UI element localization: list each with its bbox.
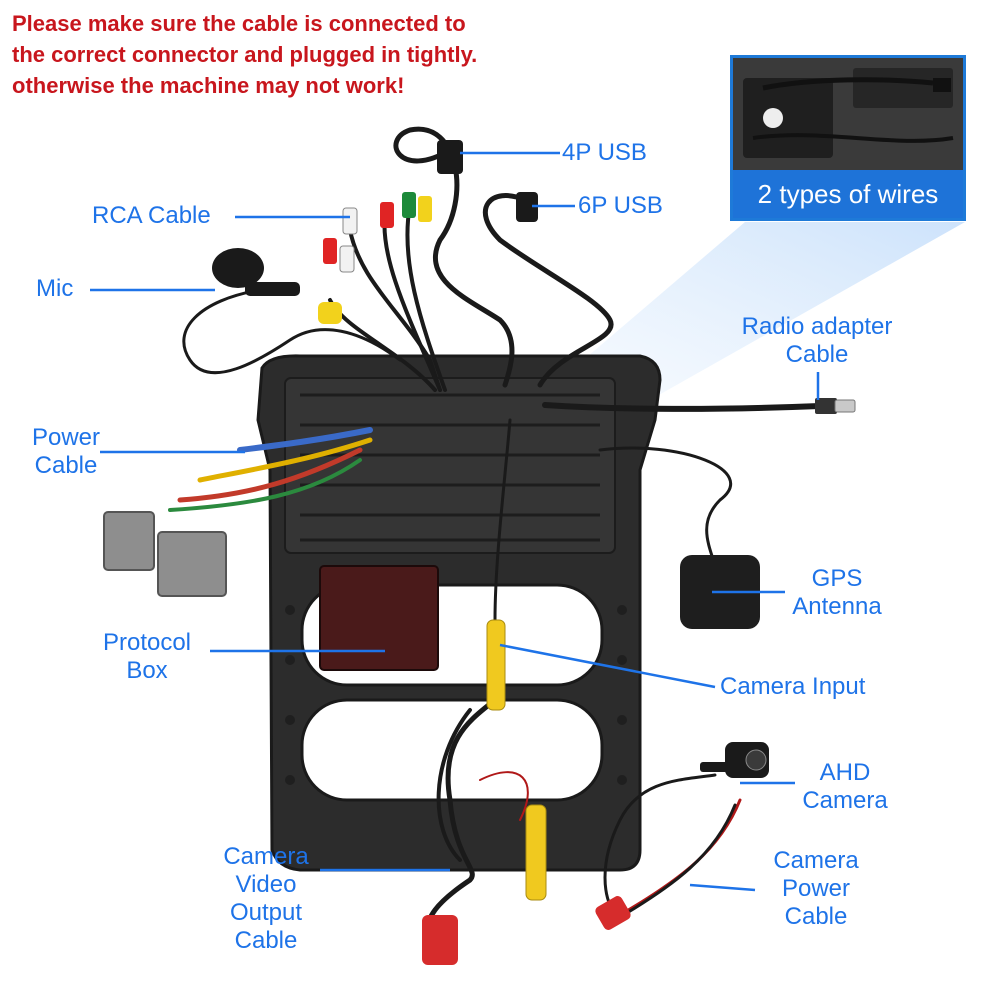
camera-video-output-cable (424, 697, 498, 943)
label-line: Antenna (792, 593, 882, 620)
power-harness-plugs (103, 511, 227, 597)
label-line: Video (235, 871, 297, 898)
video-output-plug (525, 804, 547, 901)
label-radio-adapter-cable: Radio adapter Cable (722, 313, 912, 369)
inset-caption: 2 types of wires (733, 170, 963, 218)
label-power-cable: Power Cable (20, 424, 112, 480)
label-rca-cable: RCA Cable (92, 202, 211, 229)
warning-line: Please make sure the cable is connected … (12, 11, 466, 36)
label-6p-usb: 6P USB (578, 192, 663, 219)
inset-highlight-beam (560, 222, 965, 400)
usb-4p-connector (437, 140, 463, 174)
label-camera-video-output-cable: Camera Video Output Cable (210, 843, 322, 955)
label-line: Cable (34, 452, 98, 479)
radio-adapter-cable (542, 402, 823, 412)
head-unit-back (284, 377, 616, 554)
power-cable-bundle (237, 427, 373, 453)
label-line: Power (781, 875, 851, 902)
usb-4p-cable (393, 126, 515, 388)
label-ahd-camera: AHD Camera (792, 759, 898, 815)
label-camera-power-cable: Camera Power Cable (760, 847, 872, 931)
usb-6p-cable (482, 193, 614, 388)
label-gps-antenna: GPS Antenna (782, 565, 892, 621)
label-camera-input: Camera Input (720, 673, 866, 700)
mic-cable (182, 288, 402, 375)
warning-line: the correct connector and plugged in tig… (12, 42, 478, 67)
label-line: Camera (802, 787, 888, 814)
label-4p-usb: 4P USB (562, 139, 647, 166)
label-line: Output (229, 899, 303, 926)
wire-types-inset: 2 types of wires (730, 55, 966, 221)
ahd-camera-cable (603, 773, 717, 922)
label-line: Camera (223, 843, 309, 870)
protocol-box-unit (319, 565, 439, 671)
camera-input-cable (493, 418, 512, 622)
camera-input-plug (486, 619, 506, 711)
warning-message: Please make sure the cable is connected … (12, 8, 572, 101)
mounting-tabs (285, 605, 627, 785)
label-line: Cable (234, 927, 298, 954)
mic-unit (212, 248, 300, 296)
label-line: Camera (773, 847, 859, 874)
label-line: Cable (784, 903, 848, 930)
radio-adapter-plug (815, 398, 856, 414)
label-line: GPS (811, 565, 863, 592)
label-line: Box (126, 657, 168, 684)
label-line: AHD (819, 759, 871, 786)
label-line: Protocol (102, 629, 192, 656)
ahd-camera-unit (700, 742, 769, 778)
label-line: Power (31, 424, 101, 451)
power-plugs-red (422, 896, 631, 965)
inset-photo (733, 58, 963, 170)
label-line: Radio adapter (741, 313, 893, 340)
warning-line: otherwise the machine may not work! (12, 73, 405, 98)
label-mic: Mic (36, 275, 74, 302)
rca-plugs (318, 192, 432, 324)
label-protocol-box: Protocol Box (88, 629, 206, 685)
usb-6p-connector (516, 192, 538, 222)
label-line: Cable (785, 341, 849, 368)
leader-lines (90, 151, 820, 892)
